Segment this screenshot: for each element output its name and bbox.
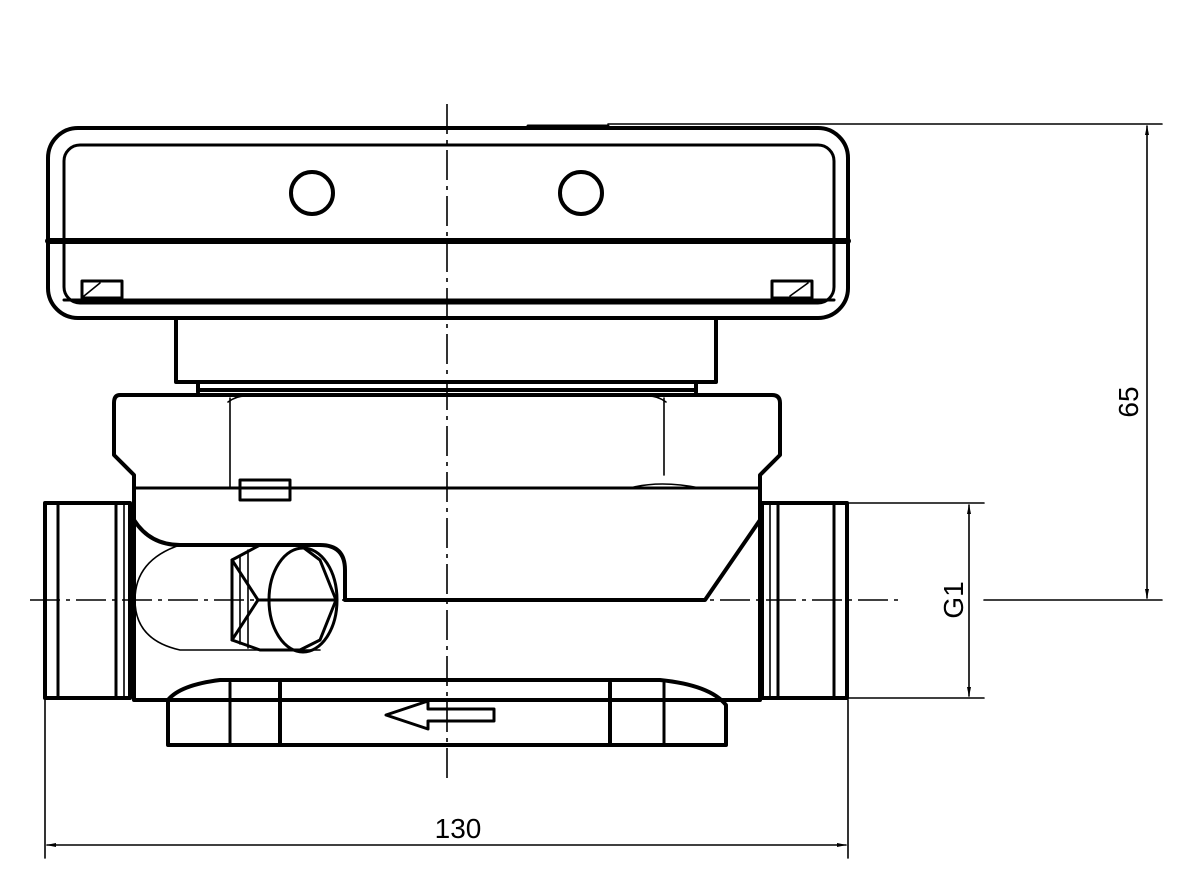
register-head [45, 124, 851, 320]
width-dimension: 130 [44, 699, 849, 859]
latch-left [80, 279, 124, 300]
neck [174, 316, 718, 394]
height-label: 65 [1113, 386, 1144, 417]
hex-insert [230, 543, 339, 654]
flow-direction-arrow [384, 699, 496, 731]
width-label: 130 [435, 813, 482, 844]
base-foot [166, 678, 728, 747]
thread-dimension: G1 [848, 502, 985, 699]
centerlines [30, 104, 900, 780]
thread-label: G1 [938, 581, 969, 618]
latch-right [770, 279, 814, 300]
screw-hole-right [558, 170, 604, 216]
screw-hole-left [289, 170, 335, 216]
height-dimension: 65 [607, 123, 1163, 601]
